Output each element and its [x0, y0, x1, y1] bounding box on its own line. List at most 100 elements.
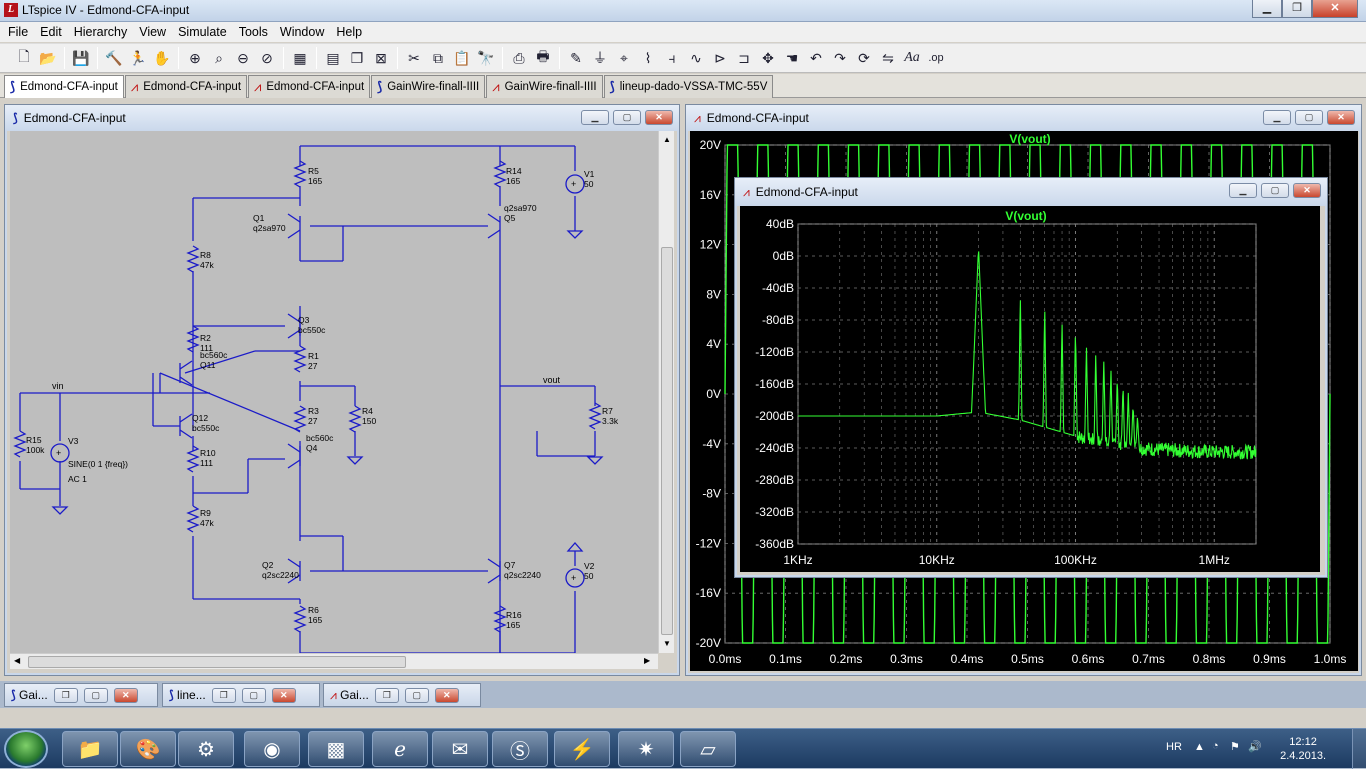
scroll-up-icon[interactable]: ▲ [663, 135, 671, 144]
close-button[interactable]: ✕ [645, 110, 673, 125]
diode-icon[interactable]: ⊳ [714, 49, 726, 66]
start-button[interactable] [4, 730, 48, 768]
drag-icon[interactable]: ☚ [785, 49, 799, 66]
menu-simulate[interactable]: Simulate [178, 25, 227, 39]
undo-icon[interactable]: ↶ [810, 49, 822, 66]
cut-icon[interactable]: ✂ [408, 49, 420, 66]
label-icon[interactable]: ⌖ [620, 49, 628, 66]
maximize-button[interactable]: ▢ [1295, 110, 1323, 125]
tab-waveform[interactable]: ⩘ Edmond-CFA-input [248, 75, 371, 98]
scroll-right-icon[interactable]: ▶ [644, 656, 651, 665]
splat-icon[interactable]: ✷ [618, 731, 674, 767]
zoom-in-icon[interactable]: ⊕ [189, 49, 201, 66]
minimized-window[interactable]: ⟆ line... ❐▢✕ [162, 683, 320, 707]
ie-icon[interactable]: ℯ [372, 731, 428, 767]
inductor-icon[interactable]: ∿ [690, 49, 702, 66]
redo-icon[interactable]: ↷ [834, 49, 846, 66]
run-icon[interactable]: 🏃 [129, 49, 147, 66]
open-icon[interactable]: 📂 [39, 49, 57, 66]
action-center-icon[interactable]: ⚑ [1230, 741, 1240, 753]
skype-icon[interactable]: Ⓢ [492, 731, 548, 767]
autorange-icon[interactable]: ▦ [293, 49, 307, 66]
menu-window[interactable]: Window [279, 25, 325, 39]
menu-hierarchy[interactable]: Hierarchy [73, 25, 128, 39]
maximize-button[interactable]: ▢ [1261, 183, 1289, 198]
move-icon[interactable]: ✥ [762, 49, 774, 66]
tool-icon[interactable]: ⚙ [178, 731, 234, 767]
wire-icon[interactable]: ✎ [570, 49, 582, 66]
new-schematic-icon[interactable]: 🗋 [18, 48, 30, 64]
horizontal-scrollbar[interactable]: ◀ ▶ [10, 653, 658, 669]
restore-button[interactable]: ❐ [374, 687, 399, 703]
close-button[interactable]: ✕ [113, 687, 138, 703]
tab-waveform[interactable]: ⩘ Edmond-CFA-input [124, 75, 248, 98]
close-button[interactable]: ✕ [271, 687, 296, 703]
minimized-window[interactable]: ⟆ Gai... ❐▢✕ [4, 683, 158, 707]
paste-icon[interactable]: 📋 [453, 49, 471, 66]
close-button[interactable]: ✕ [1312, 0, 1358, 18]
tile-horizontal-icon[interactable]: ▤ [326, 49, 340, 66]
horizontal-scroll-thumb[interactable] [28, 656, 406, 668]
save-icon[interactable]: 💾 [72, 49, 90, 66]
scroll-down-icon[interactable]: ▼ [663, 639, 671, 648]
ltspice-icon[interactable]: ⚡ [554, 731, 610, 767]
spice-directive-icon[interactable]: .op [928, 52, 944, 64]
minimize-button[interactable]: ▁ [1229, 183, 1257, 198]
rotate-icon[interactable]: ⟳ [858, 49, 870, 66]
maximize-button[interactable]: ▢ [83, 687, 108, 703]
zoom-full-icon[interactable]: ⌕ [215, 49, 223, 66]
language-indicator[interactable]: HR [1166, 741, 1182, 753]
waveform-window-title-bar[interactable]: ⩘ Edmond-CFA-input ▁ ▢ ✕ [686, 105, 1361, 131]
menu-edit[interactable]: Edit [40, 25, 62, 39]
maximize-button[interactable]: ▢ [404, 687, 429, 703]
paint-icon[interactable]: 🎨 [120, 731, 176, 767]
capacitor-icon[interactable]: ⫞ [668, 49, 676, 66]
network-icon[interactable]: ◔ [1212, 740, 1219, 752]
fft-plot[interactable]: 40dB0dB-40dB-80dB-120dB-160dB-200dB-240d… [740, 206, 1320, 572]
halt-icon[interactable]: ✋ [153, 49, 171, 66]
minimize-button[interactable]: ▁ [581, 110, 609, 125]
scroll-left-icon[interactable]: ◀ [14, 656, 21, 665]
menu-tools[interactable]: Tools [238, 25, 268, 39]
show-hidden-icons-icon[interactable]: ▲ [1194, 741, 1205, 753]
show-desktop-button[interactable] [1352, 729, 1366, 769]
notes-icon[interactable]: ▱ [680, 731, 736, 767]
restore-button[interactable]: ❐ [1282, 0, 1312, 18]
menu-file[interactable]: File [8, 25, 29, 39]
fft-window-title-bar[interactable]: ⩘ Edmond-CFA-input ▁ ▢ ✕ [735, 178, 1327, 206]
minimize-button[interactable]: ▁ [1252, 0, 1282, 18]
zoom-cancel-icon[interactable]: ⊘ [261, 49, 273, 66]
maximize-button[interactable]: ▢ [613, 110, 641, 125]
tab-schematic[interactable]: ⟆ lineup-dado-VSSA-TMC-55V [603, 75, 774, 98]
component-icon[interactable]: ⊐ [738, 49, 750, 66]
close-all-icon[interactable]: ⊠ [375, 49, 387, 66]
maximize-button[interactable]: ▢ [241, 687, 266, 703]
zoom-out-icon[interactable]: ⊖ [237, 49, 249, 66]
ground-icon[interactable]: ⏚ [593, 50, 607, 66]
close-button[interactable]: ✕ [1327, 110, 1355, 125]
text-icon[interactable]: Aa [904, 50, 920, 65]
schematic-window-title-bar[interactable]: ⟆ Edmond-CFA-input ▁ ▢ ✕ [5, 105, 679, 131]
print-icon[interactable]: 🖶 [536, 48, 550, 64]
tab-schematic[interactable]: ⟆ Edmond-CFA-input [4, 75, 124, 98]
minimize-button[interactable]: ▁ [1263, 110, 1291, 125]
clock[interactable]: 12:12 2.4.2013. [1280, 735, 1326, 763]
mirror-icon[interactable]: ⇋ [882, 49, 894, 66]
volume-icon[interactable]: 🔊 [1248, 741, 1262, 753]
close-button[interactable]: ✕ [434, 687, 459, 703]
minimized-window[interactable]: ⩘ Gai... ❐▢✕ [323, 683, 481, 707]
close-button[interactable]: ✕ [1293, 183, 1321, 198]
copy-icon[interactable]: ⧉ [433, 49, 443, 66]
vertical-scroll-thumb[interactable] [661, 247, 673, 635]
restore-button[interactable]: ❐ [53, 687, 78, 703]
scope-icon[interactable]: ▩ [308, 731, 364, 767]
find-icon[interactable]: 🔭 [477, 49, 495, 66]
restore-button[interactable]: ❐ [211, 687, 236, 703]
tab-schematic[interactable]: ⟆ GainWire-finall-IIII [371, 75, 486, 98]
explorer-icon[interactable]: 📁 [62, 731, 118, 767]
menu-help[interactable]: Help [336, 25, 363, 39]
vertical-scrollbar[interactable]: ▲ ▼ [658, 131, 674, 653]
update-icon[interactable]: ◉ [244, 731, 300, 767]
tab-waveform[interactable]: ⩘ GainWire-finall-IIII [486, 75, 603, 98]
resistor-icon[interactable]: ⌇ [644, 49, 652, 66]
